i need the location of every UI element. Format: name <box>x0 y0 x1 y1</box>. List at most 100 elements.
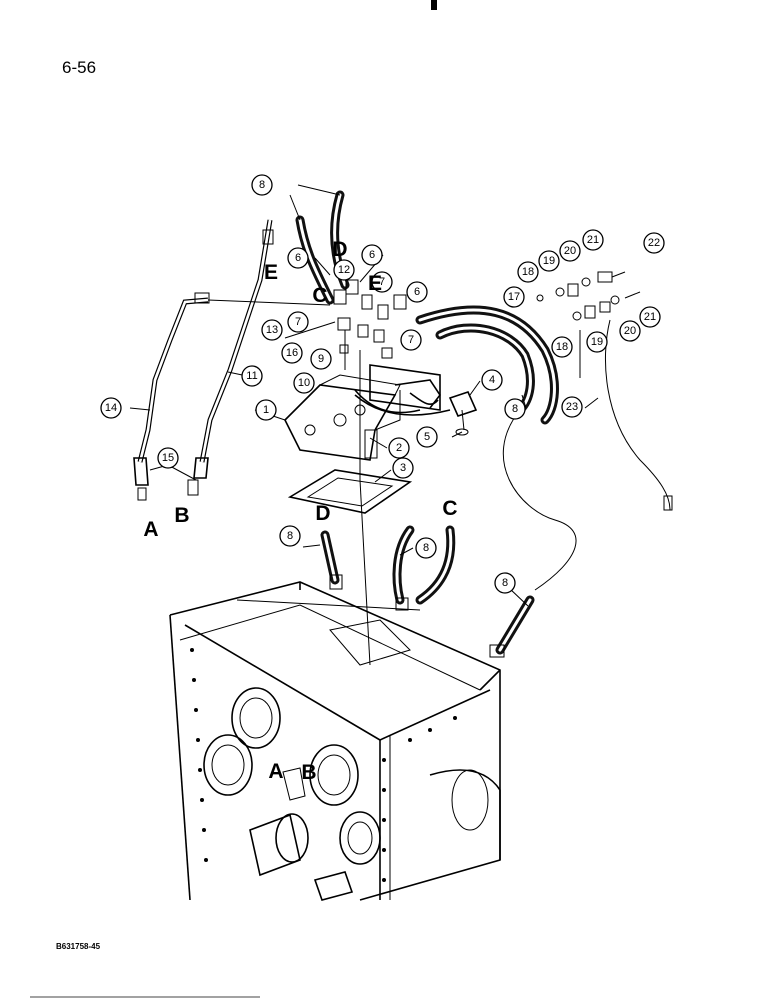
svg-text:4: 4 <box>489 374 495 386</box>
callout-10: 10 <box>293 372 315 394</box>
callout-16: 16 <box>281 342 303 364</box>
svg-text:9: 9 <box>318 353 324 365</box>
hose-8-d <box>320 530 343 590</box>
svg-text:20: 20 <box>624 325 636 337</box>
port-letters: E D C E A B D C A B <box>143 238 457 784</box>
gasket <box>287 469 413 514</box>
valve-fittings <box>333 279 407 480</box>
callouts: 1 2 3 4 5 6 6 6 7 7 7 8 8 8 8 8 9 10 11 … <box>100 174 665 594</box>
svg-text:7: 7 <box>408 334 414 346</box>
tube-14 <box>137 292 210 463</box>
letter-c-1: C <box>312 284 327 307</box>
callout-5: 5 <box>416 426 438 448</box>
top-edge-mark <box>431 0 437 10</box>
callout-19b: 19 <box>586 331 608 353</box>
callout-6a: 6 <box>287 247 309 269</box>
transmission-housing <box>169 581 501 901</box>
svg-text:1: 1 <box>263 404 269 416</box>
letter-d-1: D <box>332 238 347 261</box>
page-number: 6-56 <box>62 58 97 77</box>
callout-21a: 21 <box>582 229 604 251</box>
svg-text:8: 8 <box>502 577 508 589</box>
svg-text:11: 11 <box>246 370 257 382</box>
fitting-15-a <box>133 457 149 501</box>
callout-20a: 20 <box>559 240 581 262</box>
hose-8-c-curve <box>392 525 456 611</box>
svg-text:14: 14 <box>105 402 117 414</box>
svg-text:7: 7 <box>295 316 301 328</box>
letter-a-2: A <box>268 760 283 783</box>
callout-8d: 8 <box>415 537 437 559</box>
letter-b-1: B <box>174 504 189 527</box>
svg-text:2: 2 <box>396 442 402 454</box>
fitting-15-b <box>187 457 209 496</box>
svg-text:3: 3 <box>400 462 406 474</box>
tee-fitting <box>448 391 478 436</box>
callout-17: 17 <box>503 286 525 308</box>
svg-text:8: 8 <box>287 530 293 542</box>
letter-c-2: C <box>442 497 457 520</box>
svg-text:21: 21 <box>644 311 656 323</box>
tube-11 <box>199 219 274 463</box>
callout-22: 22 <box>643 232 665 254</box>
hoses-8-right <box>415 305 559 425</box>
callout-21b: 21 <box>639 306 661 328</box>
callout-23: 23 <box>561 396 583 418</box>
svg-text:6: 6 <box>295 252 301 264</box>
svg-text:6: 6 <box>369 249 375 261</box>
callout-19a: 19 <box>538 250 560 272</box>
svg-text:18: 18 <box>556 341 568 353</box>
callout-7c: 7 <box>400 329 422 351</box>
callout-1: 1 <box>255 399 277 421</box>
callout-3: 3 <box>392 457 414 479</box>
svg-text:21: 21 <box>587 234 599 246</box>
svg-text:8: 8 <box>259 179 265 191</box>
callout-18b: 18 <box>551 336 573 358</box>
callout-18a: 18 <box>517 261 539 283</box>
letter-d-2: D <box>315 502 330 525</box>
svg-text:5: 5 <box>424 431 430 443</box>
right-fittings <box>536 271 673 511</box>
svg-text:8: 8 <box>512 403 518 415</box>
callout-2: 2 <box>388 437 410 459</box>
svg-text:22: 22 <box>648 237 660 249</box>
callout-14: 14 <box>100 397 122 419</box>
svg-text:19: 19 <box>543 255 555 267</box>
svg-text:10: 10 <box>298 377 310 389</box>
svg-text:18: 18 <box>522 266 534 278</box>
callout-15: 15 <box>157 447 179 469</box>
svg-text:15: 15 <box>162 452 174 464</box>
callout-20b: 20 <box>619 320 641 342</box>
hose-8-lower-right <box>489 595 535 658</box>
callout-11: 11 <box>241 365 263 387</box>
svg-text:13: 13 <box>266 324 278 336</box>
callout-9: 9 <box>310 348 332 370</box>
svg-text:6: 6 <box>414 286 420 298</box>
svg-text:17: 17 <box>508 291 520 303</box>
svg-text:8: 8 <box>423 542 429 554</box>
callout-7b: 7 <box>287 311 309 333</box>
letter-e-2: E <box>368 272 382 295</box>
callout-4: 4 <box>481 369 503 391</box>
reference-code: B631758-45 <box>56 942 101 951</box>
callout-8e: 8 <box>494 572 516 594</box>
callout-6b: 6 <box>361 244 383 266</box>
callout-12: 12 <box>333 259 355 281</box>
callout-8c: 8 <box>279 525 301 547</box>
arrow <box>354 389 421 414</box>
svg-text:7: 7 <box>379 276 385 288</box>
letter-e-1: E <box>264 261 278 284</box>
svg-text:16: 16 <box>286 347 298 359</box>
svg-text:19: 19 <box>591 336 603 348</box>
svg-text:12: 12 <box>338 264 350 276</box>
letter-b-2: B <box>301 761 316 784</box>
callout-8b: 8 <box>504 398 526 420</box>
callout-7a: 7 <box>371 271 393 293</box>
callout-13: 13 <box>261 319 283 341</box>
svg-text:23: 23 <box>566 401 578 413</box>
callout-6c: 6 <box>406 281 428 303</box>
svg-text:20: 20 <box>564 245 576 257</box>
letter-a-1: A <box>143 518 158 541</box>
callout-8a: 8 <box>251 174 273 196</box>
